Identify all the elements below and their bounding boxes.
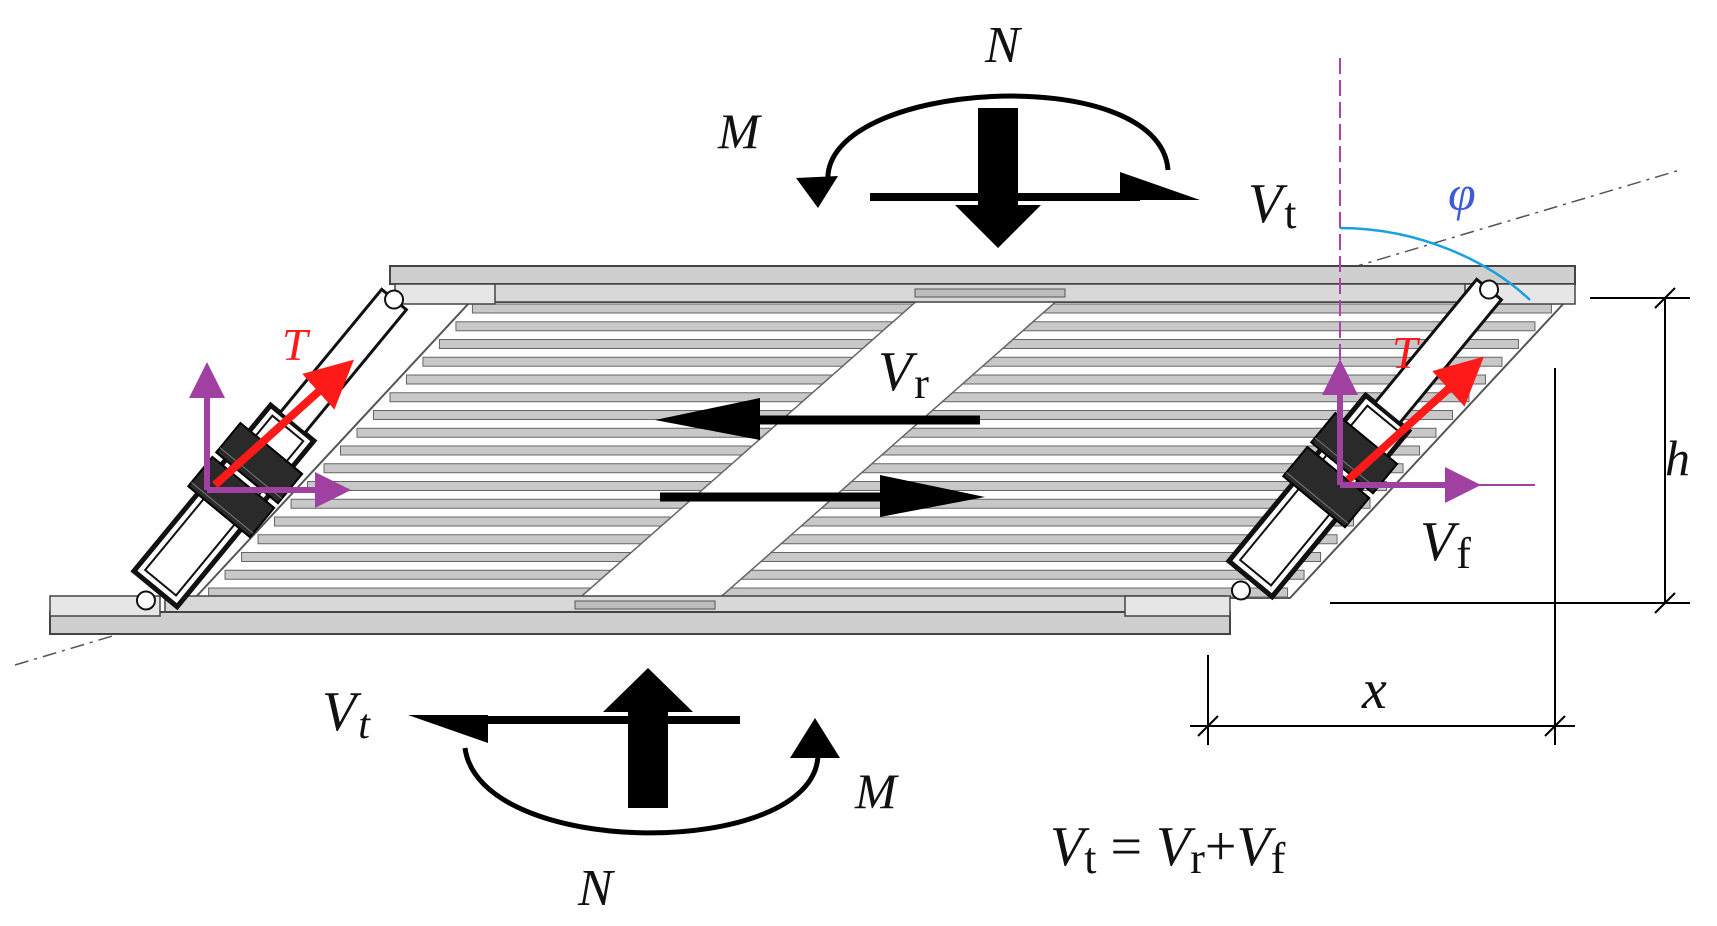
label-vt-bottom: Vt bbox=[322, 681, 371, 748]
laminate-layer bbox=[224, 569, 1305, 580]
right-damper-device bbox=[1225, 277, 1504, 601]
laminate-layer bbox=[274, 516, 1355, 527]
equation: Vt = Vr+Vf bbox=[1050, 816, 1286, 883]
dimension-h bbox=[1330, 287, 1690, 614]
top-loads bbox=[796, 93, 1200, 248]
left-force-components bbox=[189, 359, 354, 508]
laminate-layer bbox=[257, 534, 1338, 545]
label-vt-top: Vt bbox=[1248, 173, 1296, 238]
axial-arrow-top-head bbox=[955, 205, 1041, 248]
axial-arrow-bottom-shaft bbox=[628, 708, 668, 808]
label-x: x bbox=[1361, 659, 1387, 721]
label-vf: Vf bbox=[1420, 511, 1471, 578]
label-t-right: T bbox=[1392, 327, 1421, 378]
tension-arrow-left bbox=[212, 359, 354, 488]
right-force-components bbox=[1322, 356, 1535, 503]
elastomer-body bbox=[192, 297, 1568, 603]
label-m-bottom: M bbox=[854, 763, 899, 819]
moment-arc-top bbox=[825, 93, 1171, 183]
bottom-loads bbox=[408, 668, 840, 836]
laminate-layer bbox=[241, 552, 1322, 562]
tension-arrow-right bbox=[1345, 356, 1484, 483]
label-phi: φ bbox=[1448, 165, 1476, 221]
axial-arrow-bottom-head bbox=[603, 668, 693, 712]
label-m-top: M bbox=[717, 103, 762, 159]
label-vr: Vr bbox=[878, 341, 929, 408]
label-t-left: T bbox=[282, 319, 311, 370]
bottom-plate bbox=[49, 595, 1231, 635]
label-n-bottom: N bbox=[577, 860, 616, 917]
label-h: h bbox=[1665, 430, 1690, 486]
label-n-top: N bbox=[984, 17, 1023, 74]
top-plate bbox=[389, 265, 1576, 305]
shear-arrow-top-head bbox=[1120, 172, 1200, 200]
dimension-x bbox=[1190, 368, 1575, 745]
phi-angle-arc bbox=[1339, 226, 1531, 301]
moment-arc-bottom bbox=[462, 747, 821, 836]
shear-arrows-vr bbox=[655, 398, 985, 517]
shear-arrow-bottom-head bbox=[408, 715, 488, 743]
